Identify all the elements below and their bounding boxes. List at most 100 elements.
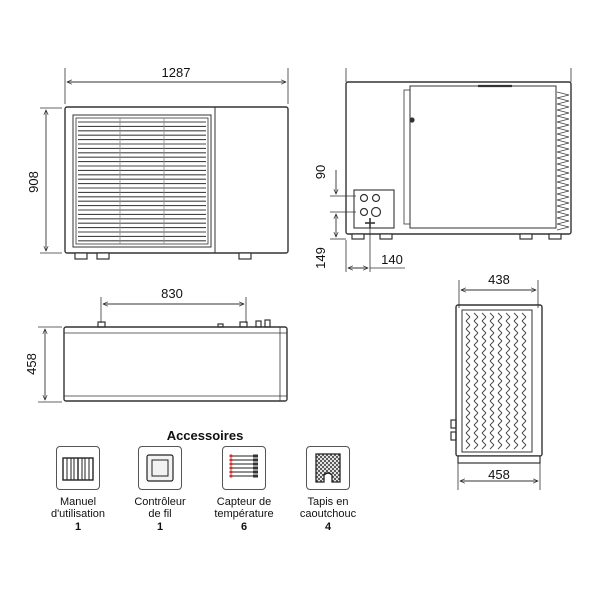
- top-depth-outer-label: 830: [161, 286, 183, 301]
- pipe-lower-label: 149: [313, 247, 328, 269]
- grille-slat: [481, 344, 487, 350]
- grille-slat: [521, 324, 527, 330]
- grille-slat: [473, 352, 479, 358]
- grille-slat: [473, 400, 479, 406]
- grille-slat: [481, 320, 487, 326]
- grille-slat: [473, 312, 479, 318]
- grille-slat: [505, 312, 511, 318]
- grille-slat: [465, 384, 471, 390]
- grille-slat: [556, 145, 570, 150]
- grille-slat: [481, 432, 487, 438]
- grille-slat: [513, 384, 519, 390]
- grille-slat: [465, 380, 471, 386]
- grille-slat: [556, 196, 570, 201]
- grille-slat: [465, 336, 471, 342]
- grille-slat: [556, 190, 570, 195]
- grille-slat: [465, 348, 471, 354]
- grille-slat: [556, 223, 570, 228]
- grille-slat: [489, 328, 495, 334]
- grille-slat: [513, 444, 519, 450]
- side-view: [330, 68, 572, 272]
- grille-slat: [521, 364, 527, 370]
- grille-slat: [556, 157, 570, 162]
- grille-slat: [505, 380, 511, 386]
- grille-slat: [481, 396, 487, 402]
- grille-slat: [521, 400, 527, 406]
- grille-slat: [481, 316, 487, 322]
- grille-slat: [556, 199, 570, 204]
- grille-slat: [556, 169, 570, 174]
- grille-slat: [489, 392, 495, 398]
- grille-slat: [556, 130, 570, 135]
- top-depth-label: 458: [24, 353, 39, 375]
- grille-slat: [505, 344, 511, 350]
- accessory-manual: Manuel d'utilisation 1: [38, 446, 118, 533]
- grille-slat: [473, 380, 479, 386]
- grille-slat: [556, 214, 570, 219]
- grille-slat: [473, 320, 479, 326]
- grille-slat: [513, 392, 519, 398]
- grille-slat: [497, 384, 503, 390]
- grille-slat: [505, 396, 511, 402]
- grille-slat: [505, 436, 511, 442]
- grille-slat: [481, 420, 487, 426]
- grille-slat: [465, 408, 471, 414]
- grille-slat: [481, 444, 487, 450]
- grille-slat: [556, 187, 570, 192]
- grille-slat: [481, 348, 487, 354]
- grille-slat: [465, 376, 471, 382]
- grille-slat: [556, 127, 570, 132]
- grille-slat: [505, 420, 511, 426]
- grille-slat: [521, 376, 527, 382]
- grille-slat: [489, 440, 495, 446]
- grille-slat: [513, 356, 519, 362]
- grille-slat: [465, 324, 471, 330]
- grille-slat: [513, 336, 519, 342]
- grille-slat: [489, 432, 495, 438]
- grille-slat: [473, 412, 479, 418]
- grille-slat: [497, 328, 503, 334]
- grille-slat: [497, 376, 503, 382]
- grille-slat: [521, 440, 527, 446]
- grille-slat: [521, 420, 527, 426]
- grille-slat: [513, 412, 519, 418]
- grille-slat: [505, 412, 511, 418]
- grille-slat: [489, 424, 495, 430]
- grille-slat: [521, 436, 527, 442]
- grille-slat: [473, 384, 479, 390]
- grille-slat: [556, 160, 570, 165]
- grille-slat: [473, 404, 479, 410]
- accessory-rubber-mat: Tapis en caoutchouc 4: [288, 446, 368, 533]
- grille-slat: [481, 416, 487, 422]
- grille-slat: [473, 408, 479, 414]
- grille-slat: [465, 444, 471, 450]
- grille-slat: [473, 324, 479, 330]
- grille-slat: [481, 312, 487, 318]
- grille-slat: [521, 392, 527, 398]
- grille-slat: [497, 320, 503, 326]
- grille-slat: [513, 352, 519, 358]
- accessory-label-2: caoutchouc: [299, 508, 357, 520]
- grille-slat: [481, 340, 487, 346]
- grille-slat: [481, 364, 487, 370]
- grille-slat: [489, 396, 495, 402]
- grille-slat: [505, 352, 511, 358]
- grille-slat: [556, 100, 570, 105]
- grille-slat: [556, 139, 570, 144]
- end-width-label: 438: [488, 272, 510, 287]
- grille-slat: [481, 392, 487, 398]
- grille-slat: [489, 444, 495, 450]
- grille-slat: [489, 344, 495, 350]
- grille-slat: [521, 372, 527, 378]
- accessory-controller: Contrôleur de fil 1: [120, 446, 200, 533]
- grille-slat: [521, 340, 527, 346]
- grille-slat: [556, 112, 570, 117]
- grille-slat: [465, 420, 471, 426]
- grille-slat: [481, 428, 487, 434]
- grille-slat: [465, 416, 471, 422]
- grille-slat: [489, 312, 495, 318]
- grille-slat: [513, 344, 519, 350]
- grille-slat: [521, 380, 527, 386]
- grille-slat: [481, 328, 487, 334]
- grille-slat: [465, 356, 471, 362]
